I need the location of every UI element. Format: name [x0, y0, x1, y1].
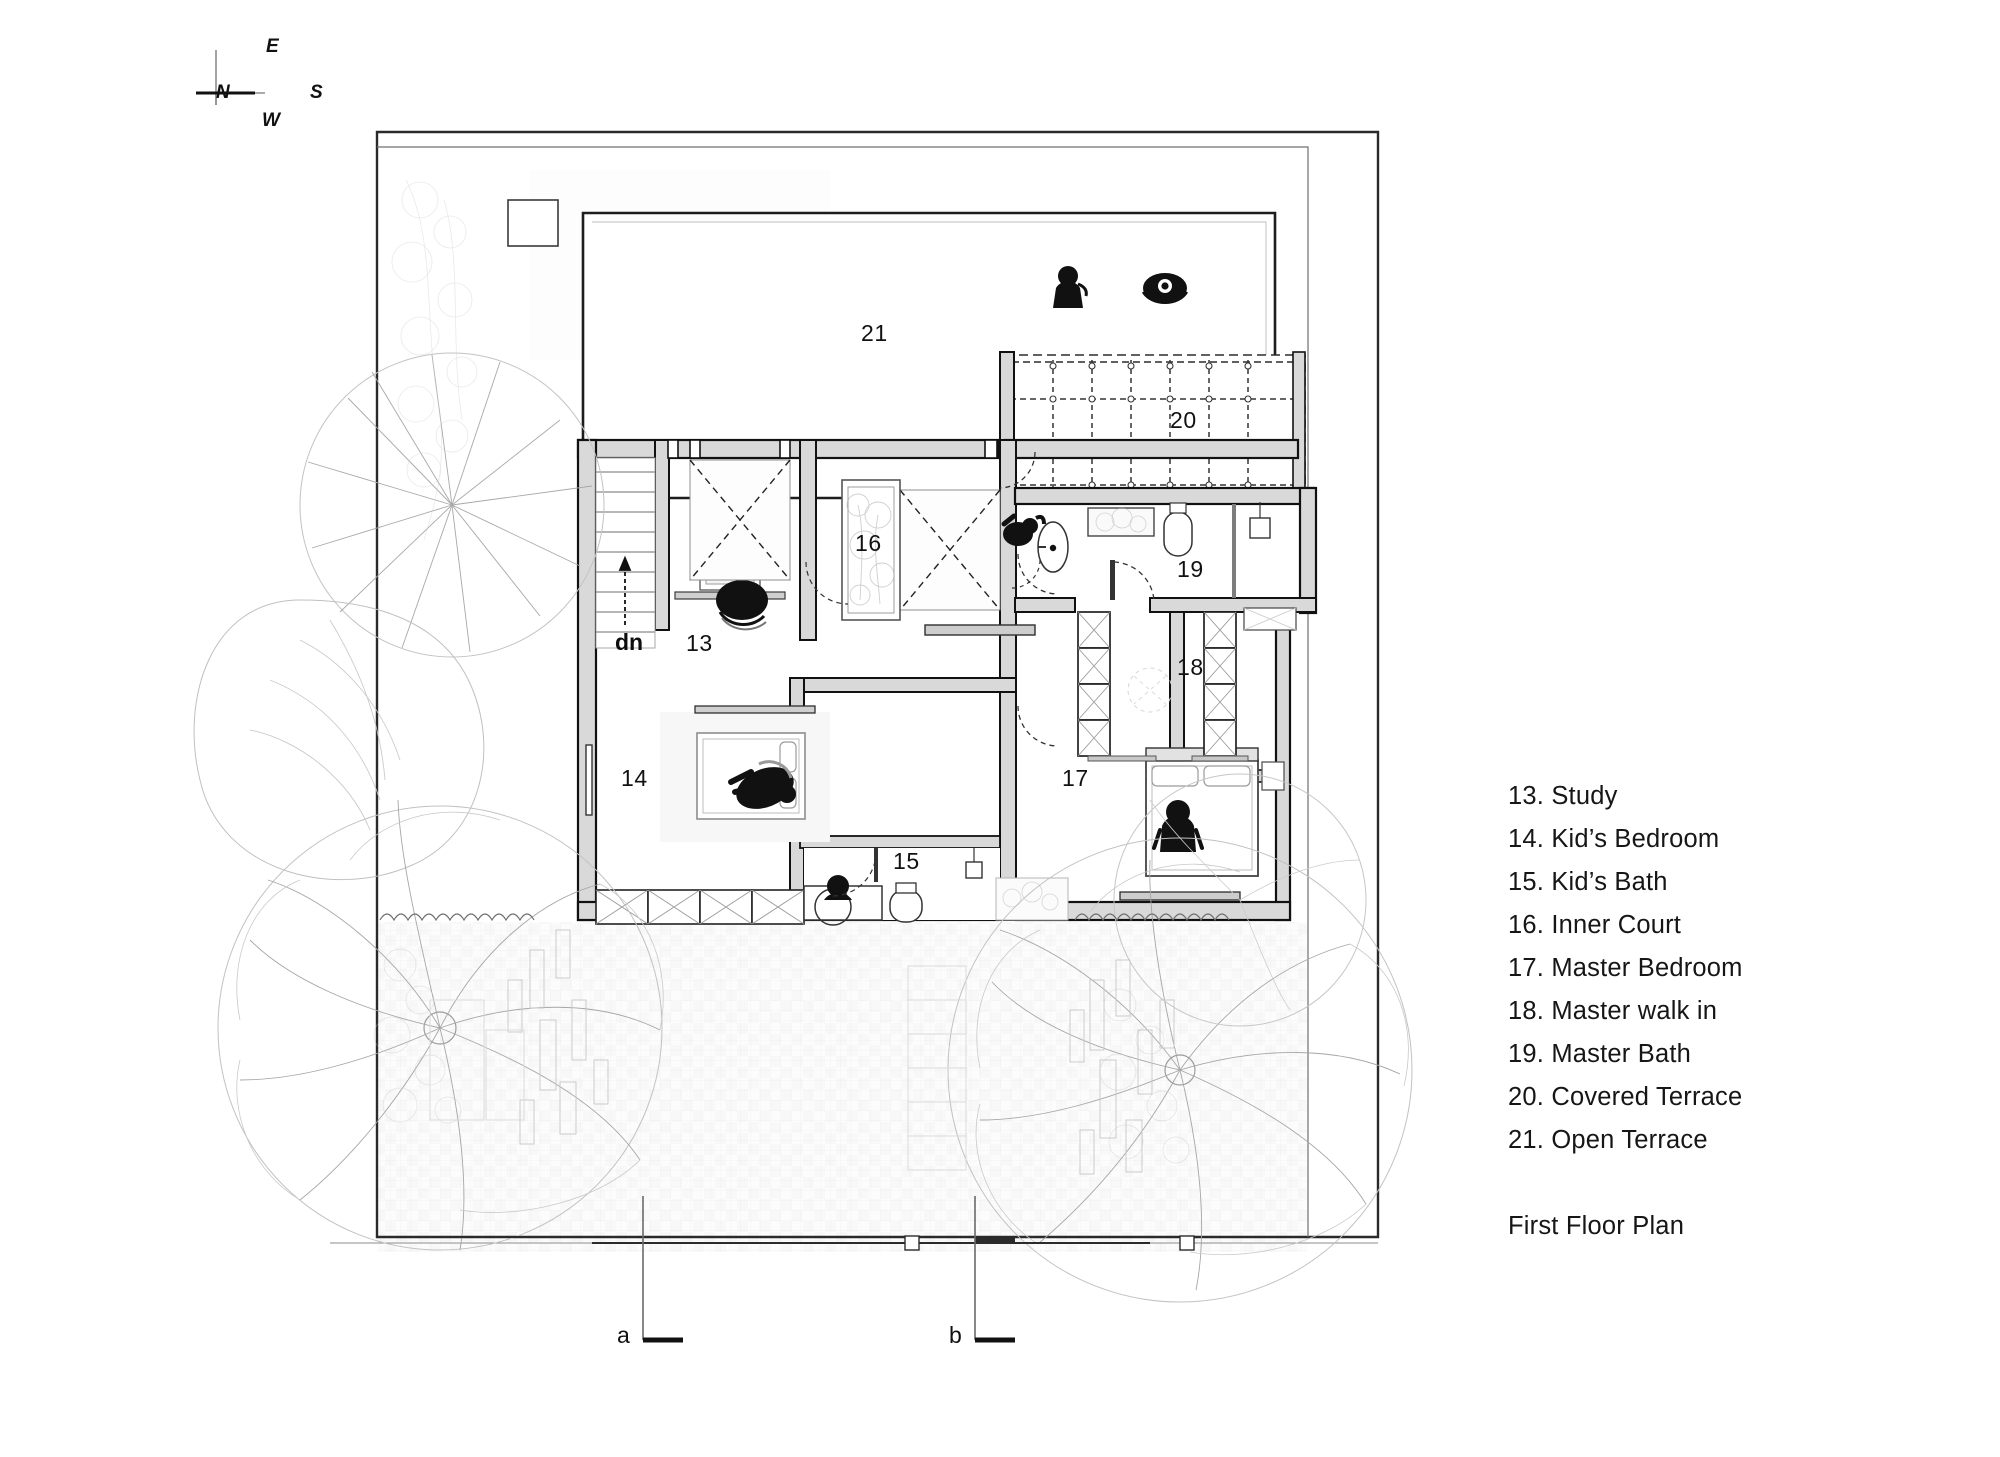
- person-figure-kidbed: [728, 760, 796, 809]
- covered-terrace-20-pergola: [999, 351, 1306, 501]
- room-number-14: 14: [621, 765, 648, 791]
- kids-bath-15: [803, 848, 1069, 926]
- staircase: [595, 457, 656, 649]
- garden-paving-detail: [429, 965, 967, 1171]
- legend-item-20: 20. Covered Terrace: [1508, 1083, 1743, 1111]
- compass-label-south: S: [310, 82, 323, 103]
- room-number-13: 13: [686, 630, 713, 656]
- tree-left-mid: [193, 599, 485, 881]
- section-markers: [642, 1196, 1015, 1343]
- section-marker-label-a: a: [617, 1322, 630, 1348]
- room-number-17: 17: [1062, 765, 1089, 791]
- room-number-19: 19: [1177, 556, 1204, 582]
- legend-item-16: 16. Inner Court: [1508, 911, 1682, 939]
- legend: 13. Study 14. Kid’s Bedroom 15. Kid’s Ba…: [1508, 775, 1928, 1162]
- master-bedroom-17: [1119, 747, 1285, 901]
- compass-label-north: N: [216, 82, 230, 103]
- section-marker-label-b: b: [949, 1322, 962, 1348]
- tree-bottom-left: [217, 799, 664, 1251]
- legend-item-19: 19. Master Bath: [1508, 1040, 1692, 1068]
- kids-bedroom-14: [585, 705, 830, 925]
- master-walkin-18: [1077, 611, 1249, 762]
- room-number-18: 18: [1177, 654, 1204, 680]
- boundary-fence: [379, 913, 1230, 1251]
- person-figure-masterbed: [1152, 800, 1204, 852]
- door-openings: [667, 439, 998, 459]
- legend-item-18: 18. Master walk in: [1508, 997, 1718, 1025]
- person-figure-court: [1001, 513, 1046, 546]
- legend-item-21: 21. Open Terrace: [1508, 1126, 1708, 1154]
- door-swings: [805, 451, 1059, 747]
- room-number-21: 21: [861, 320, 888, 346]
- tree-bottom-right: [947, 837, 1413, 1303]
- compass-label-east: E: [266, 36, 279, 57]
- person-figure-terrace-2: [1141, 273, 1189, 305]
- legend-item-15: 15. Kid’s Bath: [1508, 868, 1668, 896]
- stair-direction-label: dn: [615, 629, 644, 655]
- plan-title: First Floor Plan: [1508, 1212, 1685, 1240]
- tree-upper-left: [299, 352, 605, 658]
- room-number-20: 20: [1170, 407, 1197, 433]
- inner-court-16: [689, 459, 1036, 636]
- person-figure-study: [716, 580, 768, 631]
- tree-right-mid: [1113, 773, 1367, 1027]
- legend-item-17: 17. Master Bedroom: [1508, 954, 1743, 982]
- person-figure-terrace-1: [1053, 266, 1088, 308]
- foliage-upper-left: [391, 179, 478, 541]
- legend-item-14: 14. Kid’s Bedroom: [1508, 825, 1720, 853]
- master-bath-19: [1037, 502, 1297, 631]
- terrace-figures: [1001, 266, 1189, 546]
- landscape-trees: [193, 179, 1413, 1303]
- compass-rose: [196, 50, 265, 105]
- compass-label-west: W: [262, 110, 280, 131]
- room-number-15: 15: [893, 848, 920, 874]
- room-number-16: 16: [855, 530, 882, 556]
- legend-item-13: 13. Study: [1508, 782, 1618, 810]
